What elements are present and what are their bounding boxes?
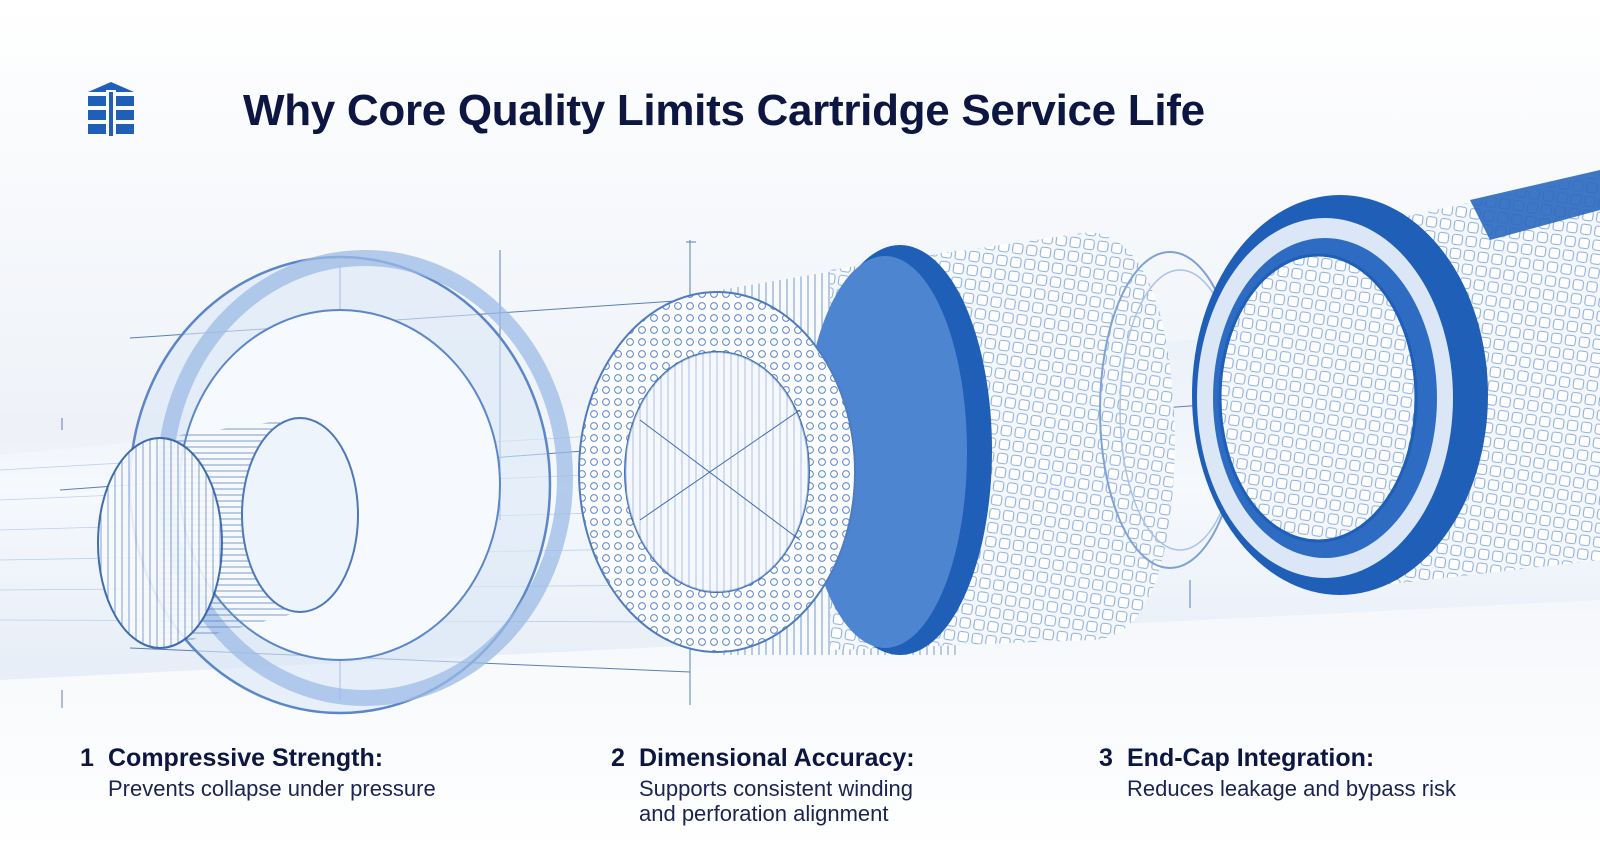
- feature-description: Reduces leakage and bypass risk: [1127, 776, 1456, 801]
- feature-heading: Compressive Strength:: [108, 744, 384, 772]
- page-title: Why Core Quality Limits Cartridge Servic…: [243, 86, 1205, 135]
- feature-heading: Dimensional Accuracy:: [639, 744, 915, 772]
- company-logo-icon: [88, 82, 134, 136]
- feature-number: 1: [80, 744, 94, 772]
- feature-number: 2: [611, 744, 625, 772]
- feature-description: Prevents collapse under pressure: [108, 776, 436, 801]
- feature-description: Supports consistent winding and perforat…: [639, 776, 913, 826]
- feature-number: 3: [1099, 744, 1113, 772]
- feature-heading: End-Cap Integration:: [1127, 744, 1375, 772]
